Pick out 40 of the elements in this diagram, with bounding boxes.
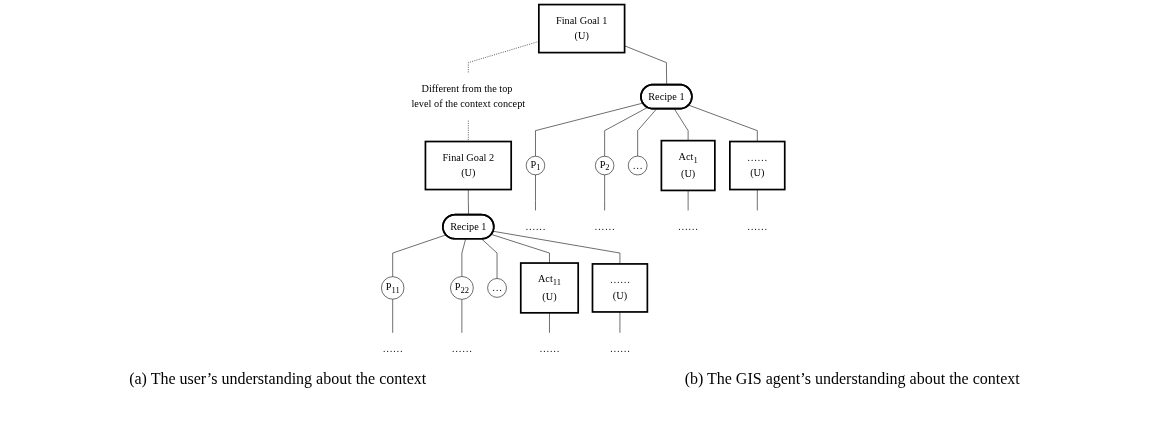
connector xyxy=(688,104,758,142)
connector xyxy=(391,234,446,277)
connector xyxy=(619,311,620,334)
node-circle: … xyxy=(486,278,507,298)
connector xyxy=(673,108,688,141)
connector xyxy=(636,108,657,157)
caption-text: (a) The user’s understanding about the context xyxy=(129,370,427,388)
connector xyxy=(467,41,539,73)
node-text: …… xyxy=(746,220,768,233)
node-text: Different from the top level of the context concept xyxy=(410,82,525,110)
connector xyxy=(467,189,469,216)
connector xyxy=(548,312,550,334)
node-circle: P$_{1}$ xyxy=(525,155,545,176)
node-circle: P$_{22}$ xyxy=(449,276,474,300)
node-circle: P$_{11}$ xyxy=(380,276,404,300)
connector xyxy=(467,120,469,142)
node-box: Act$_{1}$ (U) xyxy=(660,139,716,192)
node-text: …… xyxy=(593,220,615,233)
node-circle: … xyxy=(627,155,647,176)
connector xyxy=(687,190,688,211)
connector xyxy=(492,231,620,265)
caption-text: (b) The GIS agent’s understanding about the context xyxy=(684,370,1020,388)
node-box: …… (U) xyxy=(728,140,786,191)
connector xyxy=(480,238,497,279)
connector xyxy=(490,234,550,264)
node-box: Final Goal 1 (U) xyxy=(537,3,625,54)
connector xyxy=(756,189,758,211)
node-box: Act$_{11}$ (U) xyxy=(519,262,579,314)
node-box: …… (U) xyxy=(591,263,648,313)
connector xyxy=(461,238,466,277)
node-box: Final Goal 2 (U) xyxy=(424,140,512,191)
node-text: …… xyxy=(524,220,546,233)
connector xyxy=(603,107,648,157)
node-circle: P$_{2}$ xyxy=(594,155,614,176)
node-text: …… xyxy=(677,220,698,233)
node-text: …… xyxy=(381,343,403,355)
node-text: …… xyxy=(609,343,630,355)
node-text: …… xyxy=(451,343,472,355)
node-text: …… xyxy=(538,343,560,355)
connector xyxy=(534,102,643,157)
